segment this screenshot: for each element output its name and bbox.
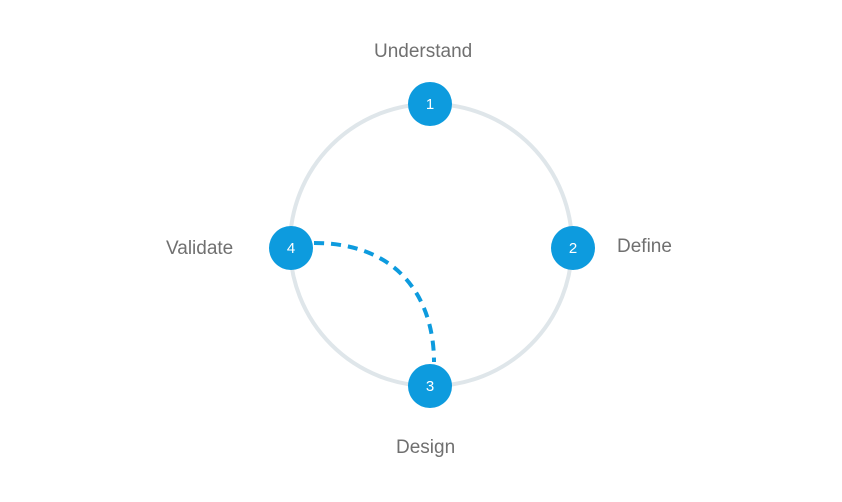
step-label-validate: Validate <box>166 238 234 259</box>
step-label-understand: Understand <box>374 41 473 62</box>
step-node-3: 3 <box>408 364 452 408</box>
step-label-define: Define <box>617 236 672 257</box>
step-node-1: 1 <box>408 82 452 126</box>
step-label-design: Design <box>396 437 456 458</box>
validate-to-design-dashed-connector <box>313 241 436 363</box>
step-node-2: 2 <box>551 226 595 270</box>
step-node-4: 4 <box>269 226 313 270</box>
